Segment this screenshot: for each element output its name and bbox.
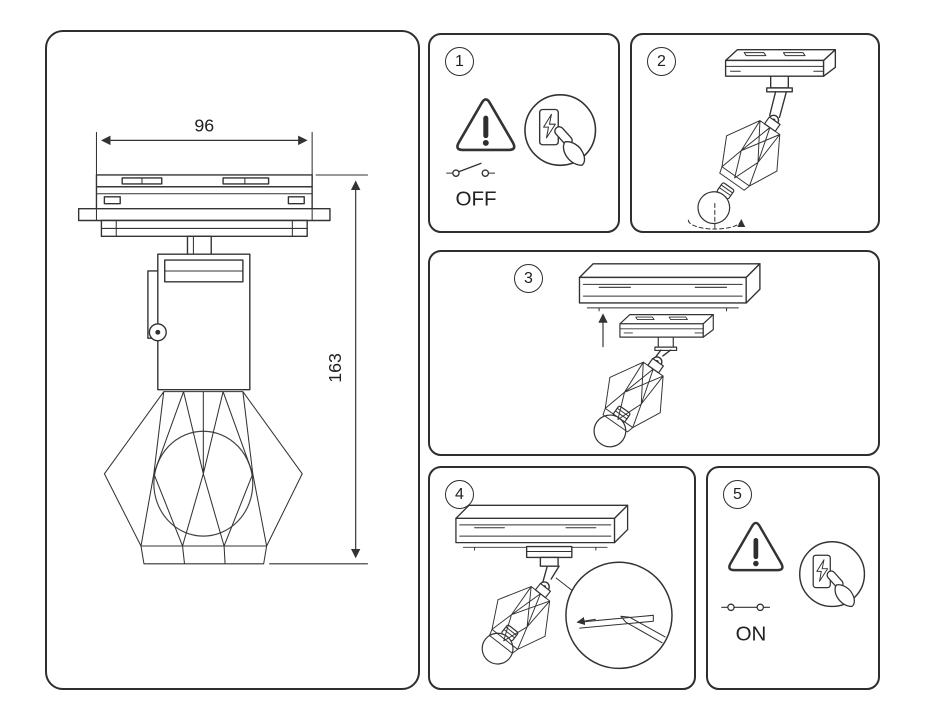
height-dimension: 163 (269, 174, 369, 565)
step-1-number: 1 (445, 47, 474, 76)
bulb-drawing (691, 176, 743, 231)
track-adapter-drawing (619, 314, 714, 352)
hand-press-switch-icon (524, 94, 597, 167)
warning-triangle-icon (457, 99, 514, 149)
step-2-number: 2 (647, 47, 676, 76)
step-4-number: 4 (445, 480, 474, 509)
width-dimension: 96 (95, 115, 313, 183)
step-5-panel: 5 ON (706, 466, 880, 690)
cage-shade-drawing (103, 391, 303, 565)
track-rail-drawing (455, 504, 629, 551)
step-3-number: 3 (514, 264, 543, 293)
step-3-panel: 3 (428, 250, 880, 456)
hand-press-switch-icon (799, 541, 866, 608)
closed-circuit-icon (721, 603, 771, 612)
track-adapter-drawing (724, 49, 837, 93)
lamp-head-drawing (587, 344, 684, 454)
bulb-drawing (587, 399, 639, 454)
detail-leader-line (555, 577, 575, 593)
lamp-head-drawing (475, 568, 570, 671)
height-dimension-label: 163 (325, 353, 345, 383)
technical-drawing-panel: 96 (45, 30, 420, 690)
power-on-label: ON (736, 623, 767, 646)
track-adapter-drawing (77, 174, 331, 255)
step-5-number: 5 (723, 480, 752, 509)
adjustment-tool-drawing (620, 615, 666, 644)
lamp-head-drawing (691, 102, 801, 231)
step-1-panel: 1 OFF (428, 33, 620, 233)
detail-magnifier (565, 561, 673, 670)
step-2-panel: 2 (630, 33, 880, 233)
warning-triangle-icon (729, 523, 782, 570)
rotate-bulb-arrow-icon (687, 218, 746, 230)
track-rail-drawing (578, 263, 761, 312)
open-circuit-icon (445, 162, 496, 177)
width-dimension-label: 96 (194, 115, 214, 135)
spec-drawing: 96 (77, 115, 369, 565)
fixture-housing-drawing (147, 253, 251, 391)
power-off-label: OFF (455, 187, 496, 210)
step-4-panel: 4 (428, 466, 696, 690)
